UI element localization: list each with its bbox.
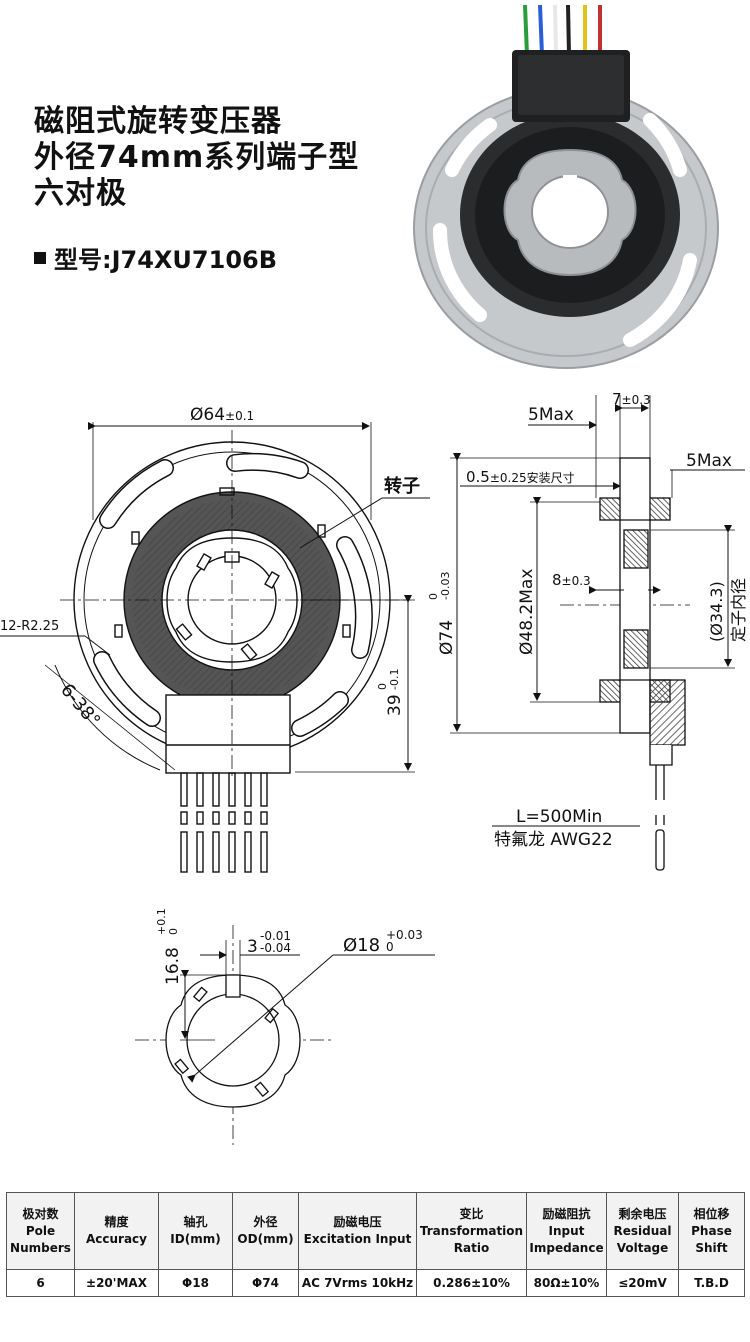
cell-pole-numbers: 6 bbox=[6, 1269, 75, 1297]
inner-width-label: 8±0.3 bbox=[552, 571, 591, 589]
cell-transformation-ratio: 0.286±10% bbox=[416, 1269, 527, 1297]
stator-id-label: (Ø34.3) bbox=[707, 581, 726, 642]
bore-tol-upper: +0.03 bbox=[386, 928, 423, 942]
slot-radius-label: 12-R2.25 bbox=[0, 619, 59, 634]
connector-pins bbox=[180, 772, 268, 873]
cell-accuracy: ±20'MAX bbox=[74, 1269, 159, 1297]
angle-label: 6-38° bbox=[56, 680, 104, 732]
five-max-right: 5Max bbox=[686, 451, 732, 471]
height39-label: 39 bbox=[385, 694, 405, 716]
model-number: 型号:J74XU7106B bbox=[54, 246, 278, 274]
rotor-view bbox=[135, 925, 435, 1145]
rotor-label: 转子 bbox=[384, 475, 420, 497]
inner-max-label: Ø48.2Max bbox=[517, 569, 537, 655]
title-line-2: 外径74mm系列端子型 bbox=[34, 140, 360, 175]
rotor-height-label: 16.8 bbox=[163, 947, 183, 985]
height39-tol-upper: 0 bbox=[376, 683, 389, 690]
key-tol-lower: -0.04 bbox=[260, 941, 291, 955]
cell-phase-shift: T.B.D bbox=[678, 1269, 745, 1297]
bullet-icon bbox=[34, 251, 46, 264]
cell-id: Φ18 bbox=[158, 1269, 233, 1297]
rotor-view-labels: 16.8 +0.1 0 3 -0.01 -0.04 Ø18 +0.03 0 bbox=[155, 908, 423, 985]
rotor-height-tol-lower: 0 bbox=[167, 928, 180, 935]
cell-residual-voltage: ≤20mV bbox=[606, 1269, 679, 1297]
stator-id-text: 定子内径 bbox=[729, 578, 748, 642]
table-row: 6 ±20'MAX Φ18 Φ74 AC 7Vrms 10kHz 0.286±1… bbox=[6, 1269, 745, 1297]
title-line-1: 磁阻式旋转变压器 bbox=[34, 104, 282, 139]
bore-label: Ø18 bbox=[343, 935, 380, 956]
title-line-3: 六对极 bbox=[34, 176, 127, 211]
bore-tol-lower: 0 bbox=[386, 940, 394, 954]
height39-tol-lower: -0.1 bbox=[388, 669, 401, 690]
side-view-labels: 7±0.3 5Max 5Max 0.5±0.25安装尺寸 Ø74 0 -0.03… bbox=[427, 390, 748, 850]
od74-label: Ø74 bbox=[437, 620, 457, 655]
od64-label: Ø64±0.1 bbox=[190, 405, 254, 425]
key-width-label: 3 bbox=[247, 937, 258, 957]
rotor-height-tol-upper: +0.1 bbox=[155, 908, 168, 935]
lead-length-label: L=500Min bbox=[516, 807, 602, 827]
key-tol-upper: -0.01 bbox=[260, 929, 291, 943]
cell-excitation-input: AC 7Vrms 10kHz bbox=[298, 1269, 417, 1297]
width7-label: 7±0.3 bbox=[612, 390, 651, 408]
side-view bbox=[450, 395, 745, 871]
front-view bbox=[0, 422, 430, 873]
technical-drawing: Ø64±0.1 转子 12-R2.25 6-38° 39 0 -0.1 bbox=[0, 4, 748, 1145]
od74-tol-upper: 0 bbox=[427, 593, 440, 600]
product-photo bbox=[413, 4, 719, 369]
lead-wires bbox=[523, 4, 602, 56]
model-line: 型号:J74XU7106B bbox=[34, 240, 277, 275]
title-block: 磁阻式旋转变压器 外径74mm系列端子型 六对极 bbox=[34, 104, 414, 212]
cell-input-impedance: 80Ω±10% bbox=[526, 1269, 607, 1297]
five-max-left: 5Max bbox=[528, 405, 574, 425]
install-size-label: 0.5±0.25安装尺寸 bbox=[466, 468, 575, 486]
lead-wire-label: 特氟龙 AWG22 bbox=[494, 830, 613, 850]
od74-tol-lower: -0.03 bbox=[439, 572, 452, 600]
cell-od: Φ74 bbox=[232, 1269, 299, 1297]
